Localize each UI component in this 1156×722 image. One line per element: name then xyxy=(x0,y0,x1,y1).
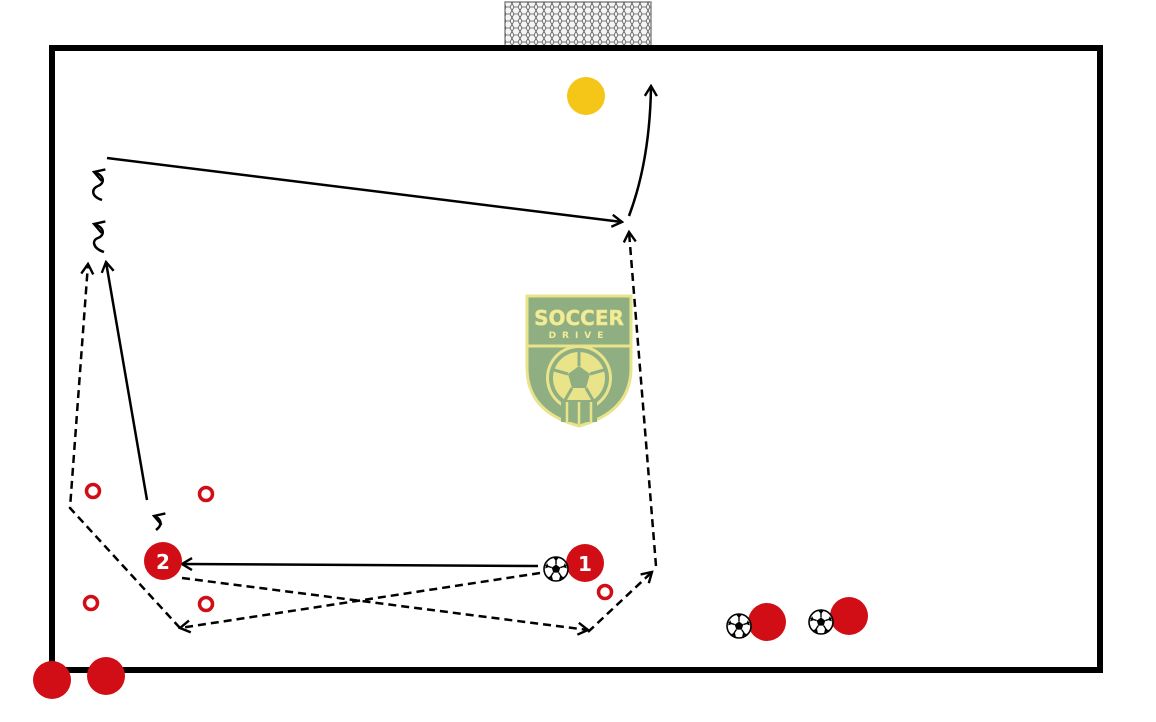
field-boundary xyxy=(49,45,1103,673)
run-arrow xyxy=(629,232,658,567)
cone-icon xyxy=(197,485,215,503)
pass-arrow xyxy=(182,564,539,566)
waiting-player xyxy=(726,603,786,641)
run-arrow xyxy=(180,571,541,628)
substitute-player xyxy=(33,661,71,699)
soccer-drive-logo: SOCCER DRIVE xyxy=(525,294,633,428)
dribble-squiggle xyxy=(93,172,103,202)
dribble-squiggle xyxy=(154,516,160,531)
cones xyxy=(82,482,614,613)
run-arrow xyxy=(181,576,588,630)
cone-icon xyxy=(82,594,100,612)
player-1: 1 xyxy=(543,544,604,582)
pass-arrow xyxy=(106,156,622,222)
logo-ball-icon xyxy=(546,345,612,424)
cone-icon xyxy=(84,482,102,500)
goalkeeper xyxy=(567,77,605,115)
pass-arrow xyxy=(106,262,149,501)
run-arrow xyxy=(587,572,652,633)
goal xyxy=(504,1,652,47)
run-lines xyxy=(68,232,658,633)
dribble-squiggle xyxy=(94,224,104,254)
cone-icon xyxy=(197,595,215,613)
logo-subtitle: DRIVE xyxy=(549,331,610,341)
run-arrow xyxy=(68,264,181,629)
logo-title: SOCCER xyxy=(534,306,624,330)
ball-icon xyxy=(543,556,569,582)
ball-icon xyxy=(808,609,834,635)
waiting-player xyxy=(808,597,868,635)
ball-icon xyxy=(726,613,752,639)
player-1-label: 1 xyxy=(578,552,592,576)
player-2: 2 xyxy=(144,542,182,580)
substitute-player xyxy=(87,657,125,695)
cone-icon xyxy=(596,583,614,601)
dribble-lines xyxy=(93,172,160,531)
player-2-label: 2 xyxy=(156,550,170,574)
pass-lines xyxy=(106,86,651,566)
shot-arrow xyxy=(627,86,651,217)
